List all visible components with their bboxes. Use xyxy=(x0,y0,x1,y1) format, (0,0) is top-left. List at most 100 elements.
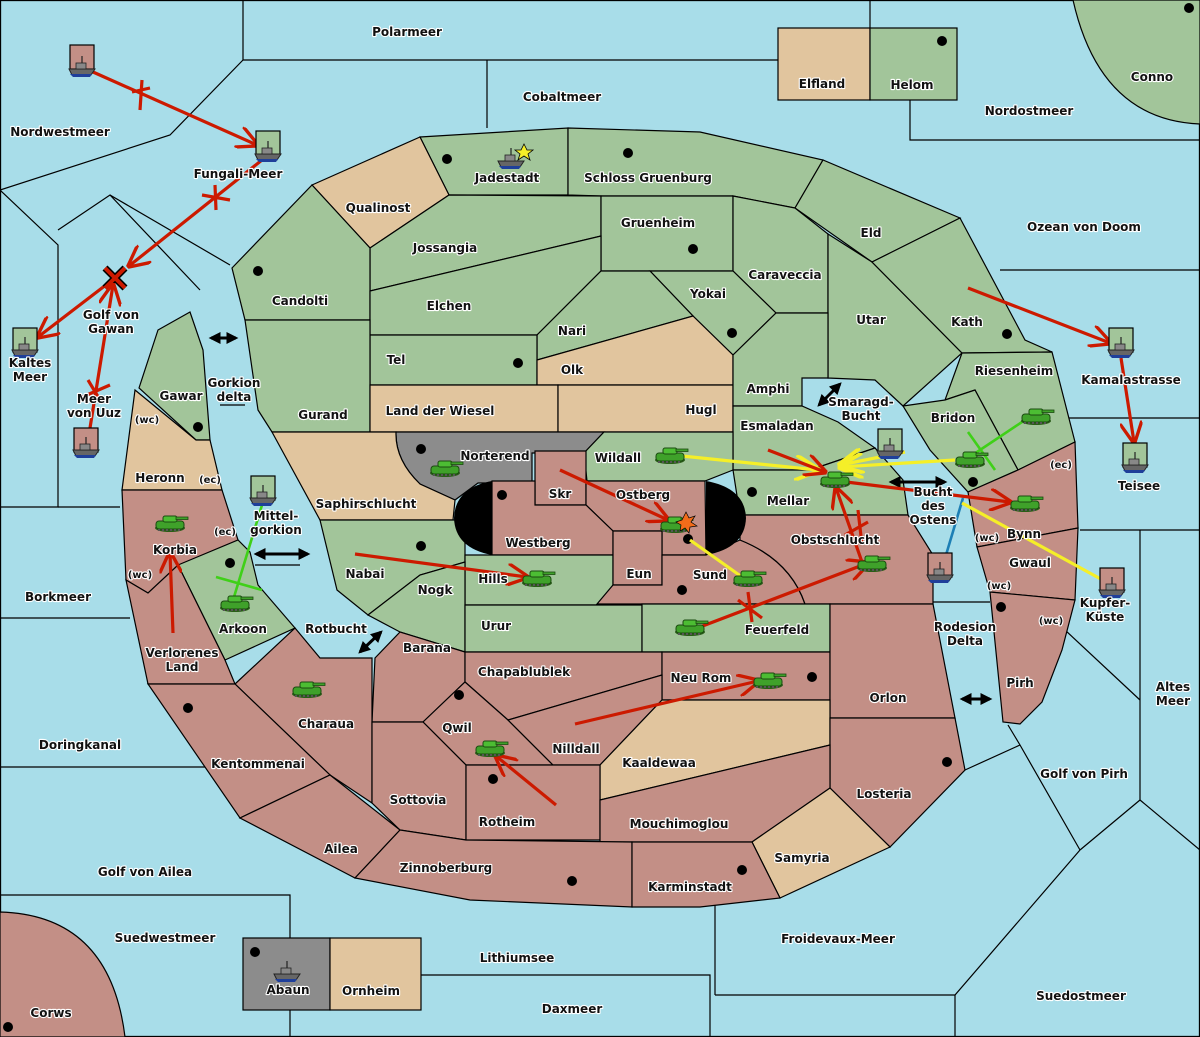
territory-saphir[interactable] xyxy=(270,431,456,521)
sea-label: Suedwestmeer xyxy=(115,931,216,945)
supply-center-icon xyxy=(747,487,757,497)
territory-label: Nabai xyxy=(346,567,385,581)
territory-label: Olk xyxy=(561,363,584,377)
territory-label: Gawar xyxy=(159,389,202,403)
coast-tag: (wc) xyxy=(975,533,999,544)
territory-label: Kath xyxy=(951,315,983,329)
order-move-arrow xyxy=(1119,357,1134,442)
territory-label: Arkoon xyxy=(219,622,267,636)
territory-labels: Jadestadt Schloss Gruenburg Qualinost Jo… xyxy=(29,69,1174,1021)
sea-label: Rotbucht xyxy=(305,622,367,636)
territory-label: Candolti xyxy=(272,294,328,308)
territory-corws[interactable] xyxy=(0,911,126,1037)
order-support-line xyxy=(681,454,818,470)
coast-tag: (wc) xyxy=(128,570,152,581)
territory-elfland[interactable] xyxy=(777,27,871,101)
territory-label: Elchen xyxy=(427,299,472,313)
order-support-line xyxy=(689,538,743,579)
territory-label: Corws xyxy=(30,1006,71,1020)
territory-label: Skr xyxy=(549,487,572,501)
territory-pirh[interactable] xyxy=(989,591,1076,725)
supply-center-icon xyxy=(513,358,523,368)
territory-gruenheim[interactable] xyxy=(600,195,734,272)
coast-tag: (ec) xyxy=(214,527,236,538)
failed-order-cross-icon xyxy=(737,591,763,623)
territory-label: Eld xyxy=(861,226,882,240)
territory-label: Tel xyxy=(387,353,406,367)
territory-label: Samyria xyxy=(774,851,829,865)
territory-label: Sottovia xyxy=(390,793,447,807)
order-move-arrow xyxy=(699,563,868,629)
order-support-line xyxy=(967,420,1023,460)
explosion-icon xyxy=(675,511,698,534)
territory-label: Gurand xyxy=(298,408,348,422)
sea-label: Nordwestmeer xyxy=(10,125,110,139)
territory-kath[interactable] xyxy=(870,217,1053,354)
territory-label: Hills xyxy=(478,572,508,586)
supply-center-icon xyxy=(442,154,452,164)
territory-label: Heronn xyxy=(135,471,184,485)
sea-label: Ozean von Doom xyxy=(1027,220,1141,234)
order-move-arrow xyxy=(129,158,263,266)
territory-label: Barana xyxy=(403,641,451,655)
territory-label: Jossangia xyxy=(412,241,477,255)
supply-center-icon xyxy=(623,148,633,158)
supply-center-icon xyxy=(183,703,193,713)
supply-center-icon xyxy=(1184,3,1194,13)
territory-karminstadt[interactable] xyxy=(631,841,781,908)
territory-label: Chapablublek xyxy=(478,665,571,679)
territory-label: Hugl xyxy=(685,403,716,417)
territory-label: Karminstadt xyxy=(648,880,732,894)
supply-center-icon xyxy=(416,444,426,454)
order-support-line xyxy=(961,501,1109,585)
territory-label: Feuerfeld xyxy=(745,623,810,637)
sea-label: Lithiumsee xyxy=(480,951,555,965)
connection-arrows xyxy=(208,332,993,705)
territory-ornheim[interactable] xyxy=(329,937,422,1011)
coast-tag: (wc) xyxy=(1039,616,1063,627)
sea-label: Daxmeer xyxy=(542,1002,603,1016)
supply-center-icon xyxy=(3,1022,13,1032)
supply-center-icon xyxy=(677,585,687,595)
territory-candolti[interactable] xyxy=(231,184,371,321)
coast-tag: (wc) xyxy=(987,581,1011,592)
territory-label: Gruenheim xyxy=(621,216,695,230)
territory-label: Bynn xyxy=(1007,527,1041,541)
territory-label: Caraveccia xyxy=(748,268,821,282)
territory-label: Ostberg xyxy=(616,488,670,502)
supply-center-icon xyxy=(1002,329,1012,339)
territory-label: Ornheim xyxy=(342,984,400,998)
territory-label: Urur xyxy=(481,619,511,633)
supply-center-icon xyxy=(193,422,203,432)
territory-label: Charaua xyxy=(298,717,354,731)
territory-label: Abaun xyxy=(266,983,309,997)
territory-label: Nari xyxy=(558,324,586,338)
territory-heronn[interactable] xyxy=(121,388,223,491)
territory-label: Eun xyxy=(626,567,651,581)
territory-label: Mouchimoglou xyxy=(630,817,729,831)
fleet-units xyxy=(11,44,1149,983)
territory-obstschlucht[interactable] xyxy=(739,514,934,605)
territory-conno[interactable] xyxy=(1072,0,1200,125)
territory-label: Utar xyxy=(856,313,886,327)
order-move-arrow xyxy=(496,756,558,807)
supply-center-icon xyxy=(727,328,737,338)
order-move-arrow xyxy=(88,285,113,429)
sea-label: Teisee xyxy=(1118,479,1160,493)
coast-tags: (wc) (ec) (ec) (wc) (wc) (ec) (wc) (wc) xyxy=(127,414,1073,628)
order-move-arrow xyxy=(559,468,668,520)
sea-label: Mittel-gorkion xyxy=(250,509,302,537)
sea-label: Borkmeer xyxy=(25,590,91,604)
territory-label: Elfland xyxy=(799,77,845,91)
sea-label: Fungali-Meer xyxy=(194,167,283,181)
territory-label: Rotheim xyxy=(479,815,536,829)
supply-center-icon xyxy=(807,672,817,682)
order-move-arrow xyxy=(767,448,825,472)
territory-label: Amphi xyxy=(746,382,789,396)
territory-label: Nilldall xyxy=(552,742,599,756)
territory-label: Conno xyxy=(1131,70,1173,84)
failed-support-cross-icon xyxy=(966,431,997,471)
